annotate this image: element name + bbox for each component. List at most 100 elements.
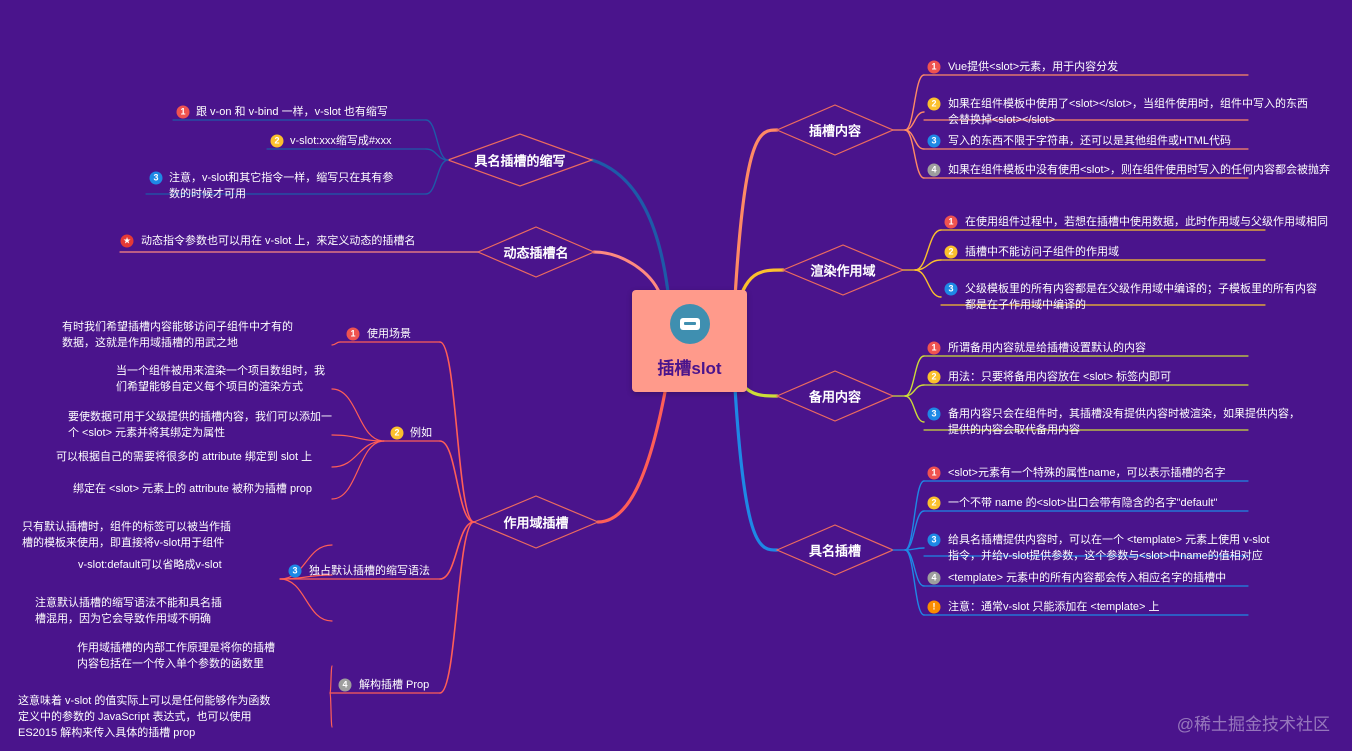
leaf-line: Vue提供<slot>元素，用于内容分发 [948,61,1119,73]
number-badge: 2 [270,134,284,148]
leaf-connector [904,480,925,551]
number-badge: 3 [149,171,163,185]
leaf-content-1: Vue提供<slot>元素，用于内容分发 [948,59,1118,75]
leaf-line: 父级模板里的所有内容都是在父级作用域中编译的；子模板里的所有内容 [965,283,1317,295]
sub-connector [439,521,475,580]
sub-connector [439,341,475,523]
leaf-line: 如果在组件模板中没有使用<slot>，则在组件使用时写入的任何内容都会被抛弃 [948,164,1330,176]
leaf-line: v-slot:default可以省略成v-slot [78,559,222,571]
leaf-line: 注意默认插槽的缩写语法不能和具名插 [35,597,222,609]
leaf-connector [914,269,942,298]
leaf-fallback-2: 用法：只要将备用内容放在 <slot> 标签内即可 [948,369,1171,385]
leaf-fallback-1: 所谓备用内容就是给插槽设置默认的内容 [948,340,1146,356]
leaf-line: 跟 v-on 和 v-bind 一样，v-slot 也有缩写 [196,106,388,118]
number-badge: 2 [927,496,941,510]
branch-content[interactable]: 插槽内容 [808,123,862,139]
leaf-line: 们希望能够自定义每个项目的渲染方式 [116,381,303,393]
leaf-line: 有时我们希望插槽内容能够访问子组件中才有的 [62,321,293,333]
number-badge: 4 [338,678,352,692]
leaf-named-4: <template> 元素中的所有内容都会传入相应名字的插槽中 [948,570,1226,586]
sub-connector [439,521,475,694]
leaf-connector [904,384,925,397]
trunk-scoped [596,390,667,524]
branch-scoped[interactable]: 作用域插槽 [503,515,569,531]
leaf-scoped-4-1: 作用域插槽的内部工作原理是将你的插槽内容包括在一个传入单个参数的函数里 [77,640,275,672]
leaf-connector [425,119,449,161]
leaf-connector [279,578,333,622]
leaf-line: 都是在子作用域中编译的 [965,299,1086,311]
number-badge: 4 [927,571,941,585]
number-badge: 3 [927,407,941,421]
leaf-named-2: 一个不带 name 的<slot>出口会带有隐含的名字"default" [948,495,1217,511]
leaf-line: 插槽中不能访问子组件的作用域 [965,246,1119,258]
leaf-scope-3: 父级模板里的所有内容都是在父级作用域中编译的；子模板里的所有内容都是在子作用域中… [965,281,1317,313]
sub-1-label[interactable]: 使用场景 [367,328,411,340]
leaf-line: 备用内容只会在组件时，其插槽没有提供内容时被渲染，如果提供内容， [948,408,1300,420]
leaf-connector [425,159,449,195]
leaf-line: 当一个组件被用来渲染一个项目数组时，我 [116,365,325,377]
leaf-connector [331,434,385,442]
trunk-shorthand [590,158,670,294]
leaf-scoped-3-3: 注意默认插槽的缩写语法不能和具名插槽混用，因为它会导致作用域不明确 [35,595,222,627]
leaf-line: 槽的模板来使用，即直接将v-slot用于组件 [22,537,225,549]
leaf-line: 数的时候才可用 [169,188,246,200]
leaf-line: 作用域插槽的内部工作原理是将你的插槽 [77,642,275,654]
leaf-content-3: 写入的东西不限于字符串，还可以是其他组件或HTML代码 [948,133,1231,149]
trunk-content [733,128,779,300]
leaf-scoped-2-4: 绑定在 <slot> 元素上的 attribute 被称为插槽 prop [73,481,312,497]
branch-scoped-diamond [472,495,600,549]
leaf-line: 如果在组件模板中使用了<slot></slot>，当组件使用时，组件中写入的东西 [948,98,1308,110]
sub-3-label[interactable]: 独占默认插槽的缩写语法 [309,565,430,577]
leaf-connector [904,510,925,551]
leaf-scope-1: 在使用组件过程中，若想在插槽中使用数据，此时作用域与父级作用域相同 [965,214,1328,230]
leaf-connector [904,74,925,131]
leaf-scoped-3-2: v-slot:default可以省略成v-slot [78,557,222,573]
leaf-scoped-2-1: 当一个组件被用来渲染一个项目数组时，我们希望能够自定义每个项目的渲染方式 [116,363,325,395]
leaf-line: 给具名插槽提供内容时，可以在一个 <template> 元素上使用 v-slot [948,534,1270,546]
number-badge: 3 [944,282,958,296]
leaf-named-1: <slot>元素有一个特殊的属性name，可以表示插槽的名字 [948,465,1225,481]
branch-scope[interactable]: 渲染作用域 [810,263,876,279]
number-badge: 1 [927,341,941,355]
leaf-connector [331,440,385,500]
branch-dynamic[interactable]: 动态插槽名 [503,245,569,261]
leaf-line: 注意：通常v-slot 只能添加在 <template> 上 [948,601,1160,613]
leaf-connector [904,395,925,423]
number-badge: 3 [288,564,302,578]
leaf-scoped-2-2: 要使数据可用于父级提供的插槽内容，我们可以添加一个 <slot> 元素并将其绑定… [68,409,332,441]
leaf-connector [331,388,385,442]
sub-2-label[interactable]: 例如 [410,427,432,439]
leaf-connector [914,259,942,271]
number-badge: 1 [176,105,190,119]
leaf-line: 在使用组件过程中，若想在插槽中使用数据，此时作用域与父级作用域相同 [965,216,1328,228]
sub-4-label[interactable]: 解构插槽 Prop [359,679,430,691]
number-badge: ! [927,600,941,614]
center-title: 插槽slot [657,358,722,378]
leaf-connector [904,129,925,179]
leaf-line: 注意，v-slot和其它指令一样，缩写只在其有参 [169,172,394,184]
leaf-line: 要使数据可用于父级提供的插槽内容，我们可以添加一 [68,411,332,423]
leaf-line: 一个不带 name 的<slot>出口会带有隐含的名字"default" [948,497,1218,509]
leaf-line: 可以根据自己的需要将很多的 attribute 绑定到 slot 上 [56,451,313,463]
leaf-connector [279,544,333,580]
leaf-line: 写入的东西不限于字符串，还可以是其他组件或HTML代码 [948,135,1231,147]
number-badge: ★ [120,234,134,248]
branch-fallback[interactable]: 备用内容 [808,389,862,405]
center-node[interactable]: 插槽slot [632,290,747,392]
leaf-line: <template> 元素中的所有内容都会传入相应名字的插槽中 [948,572,1227,584]
leaf-line: 槽混用，因为它会导致作用域不明确 [35,613,211,625]
branch-shorthand[interactable]: 具名插槽的缩写 [474,153,566,169]
leaf-line: 用法：只要将备用内容放在 <slot> 标签内即可 [948,371,1172,383]
leaf-connector [329,665,333,694]
leaf-connector [904,111,925,131]
number-badge: 2 [944,245,958,259]
leaf-connector [331,440,385,468]
leaf-scope-2: 插槽中不能访问子组件的作用域 [965,244,1119,260]
leaf-named-5: 注意：通常v-slot 只能添加在 <template> 上 [948,599,1160,615]
leaf-line: 绑定在 <slot> 元素上的 attribute 被称为插槽 prop [73,483,313,495]
leaf-line: ES2015 解构来传入具体的插槽 prop [18,727,196,739]
leaf-named-3: 给具名插槽提供内容时，可以在一个 <template> 元素上使用 v-slot… [948,532,1270,564]
sub-connector [439,440,475,523]
branch-named[interactable]: 具名插槽 [808,543,862,559]
leaf-line: 会替换掉<slot></slot> [948,114,1055,126]
